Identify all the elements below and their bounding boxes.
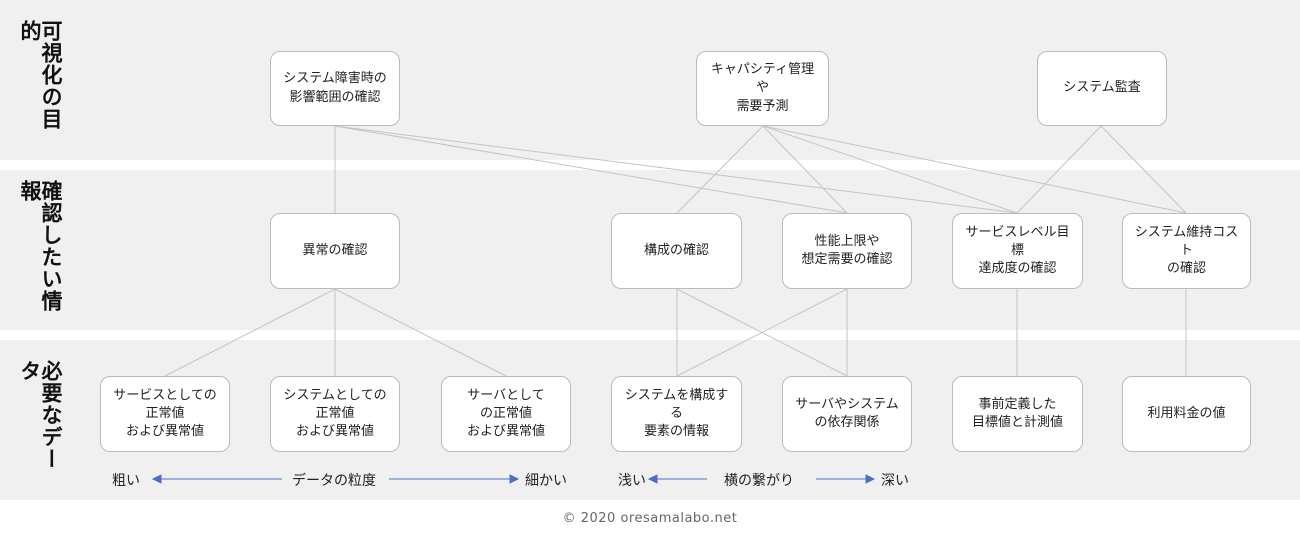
data-section-label: 必要なデータ (18, 360, 63, 470)
copyright-text: © 2020 oresamalabo.net (562, 511, 738, 526)
purpose-box-impact: システム障害時の 影響範囲の確認 (270, 51, 400, 126)
info-box-configuration: 構成の確認 (611, 213, 742, 289)
data-box-billing: 利用料金の値 (1122, 376, 1251, 452)
edge-p3-i5 (1100, 125, 1187, 214)
connection-shallow-label: 浅い (618, 473, 646, 489)
edge-p3-i4 (1016, 125, 1102, 214)
connection-axis-title: 横の繋がり (724, 473, 794, 489)
granularity-arrowhead-right (509, 474, 520, 484)
edge-i1-d1 (164, 288, 336, 377)
data-box-system-values: システムとしての 正常値 および異常値 (270, 376, 400, 452)
info-box-slo: サービスレベル目標 達成度の確認 (952, 213, 1083, 289)
edge-p2-i5 (762, 125, 1187, 214)
data-box-component-info: システムを構成する 要素の情報 (611, 376, 742, 452)
edge-i1-d3 (334, 288, 507, 377)
granularity-axis-title: データの粒度 (292, 473, 376, 489)
info-section-label: 確認したい情報 (18, 180, 63, 312)
purpose-box-audit: システム監査 (1037, 51, 1167, 126)
data-box-dependencies: サーバやシステム の依存関係 (782, 376, 912, 452)
edge-p2-i2 (676, 125, 764, 214)
granularity-coarse-label: 粗い (112, 473, 140, 489)
info-box-performance: 性能上限や 想定需要の確認 (782, 213, 912, 289)
purpose-box-capacity: キャパシティ管理や 需要予測 (696, 51, 829, 126)
data-box-service-values: サービスとしての 正常値 および異常値 (100, 376, 230, 452)
data-box-target-measured: 事前定義した 目標値と計測値 (952, 376, 1083, 452)
purpose-section-label: 可視化の目的 (18, 20, 63, 130)
info-box-anomaly: 異常の確認 (270, 213, 400, 289)
edge-p2-i4 (762, 125, 1018, 214)
granularity-arrowhead-left (151, 474, 162, 484)
connection-deep-label: 深い (881, 473, 909, 489)
connection-arrowhead-right (865, 474, 876, 484)
connection-arrowhead-left (647, 474, 658, 484)
edge-p1-i4 (334, 125, 1018, 214)
info-box-cost: システム維持コスト の確認 (1122, 213, 1251, 289)
edge-p1-i3 (334, 125, 848, 214)
granularity-fine-label: 細かい (525, 473, 567, 489)
edge-p2-i3 (762, 125, 848, 214)
data-box-server-values: サーバとして の正常値 および異常値 (441, 376, 571, 452)
edge-i3-d4 (676, 288, 848, 377)
